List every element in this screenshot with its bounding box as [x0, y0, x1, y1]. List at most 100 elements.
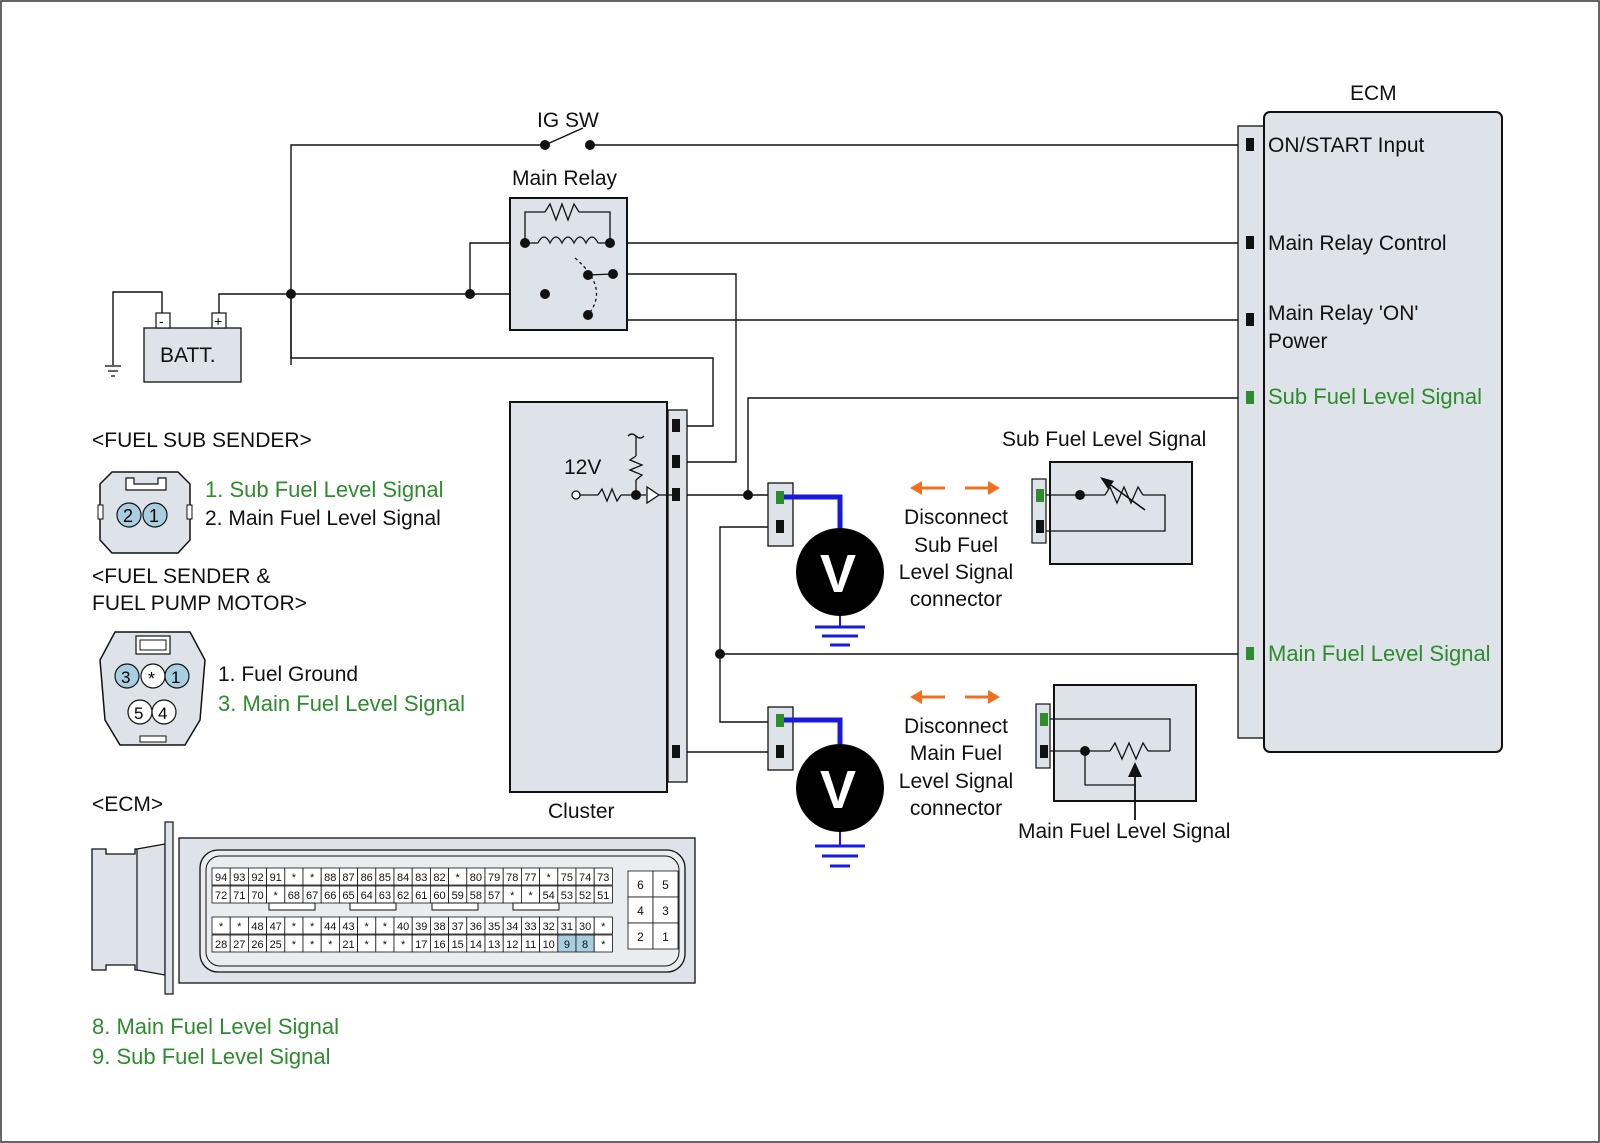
main-relay-label: Main Relay [512, 167, 618, 190]
fuel-sender-heading-1: <FUEL SENDER & [92, 565, 270, 588]
battery-minus-label: - [159, 313, 164, 329]
ecm-pin-cell [593, 916, 613, 935]
main-disconnect-line-4: connector [910, 797, 1002, 820]
ecm-pin-label: 80 [470, 872, 482, 884]
ecm-pin-label: 11 [525, 939, 536, 951]
ecm-pin-label: 66 [324, 890, 336, 902]
main-relay [509, 197, 628, 331]
battery-plus-label: + [214, 313, 222, 329]
ecm-pin-label: 17 [415, 939, 427, 951]
ecm-pin-label: 44 [324, 921, 336, 933]
ecm-pin-label: * [292, 921, 297, 933]
ecm-pin-label: 43 [342, 921, 354, 933]
ecm-pin-label: 34 [506, 921, 518, 933]
ecm-small-pin-label: 5 [662, 878, 669, 892]
ecm-pin-label: 61 [415, 890, 427, 902]
ecm-pin-label: 70 [251, 890, 263, 902]
ecm-pin-label: * [528, 890, 533, 902]
ecm-pin-label: 53 [561, 890, 573, 902]
ecm-pin-label: 51 [597, 890, 609, 902]
ecm-pin-label: 30 [579, 921, 591, 933]
ecm-pin-relay-control: Main Relay Control [1268, 232, 1447, 255]
ecm-pin-relay-on-2: Power [1268, 330, 1328, 353]
ecm-pin-label: 12 [506, 939, 518, 951]
main-test-connector [767, 706, 794, 771]
ecm-pin-label: 92 [251, 872, 263, 884]
sub-voltmeter-symbol: V [820, 544, 856, 604]
ecm-pin-label: 74 [579, 872, 591, 884]
sub-sender-connector: 2 1 [97, 471, 193, 554]
main-disconnect-line-3: Level Signal [899, 770, 1013, 793]
ecm-pin-label: 13 [488, 939, 500, 951]
ecm-pin-label: 8 [582, 939, 588, 951]
ecm-pin-sub-level: Sub Fuel Level Signal [1268, 384, 1482, 409]
battery-label: BATT. [160, 344, 216, 367]
ecm-pin-label: 15 [452, 939, 464, 951]
ecm-pin-label: * [365, 939, 370, 951]
ecm-pin-label: 39 [415, 921, 427, 933]
ecm-pin-relay-on-1: Main Relay 'ON' [1268, 302, 1418, 325]
sub-disconnect-line-3: Level Signal [899, 561, 1013, 584]
sub-disconnect-line-4: connector [910, 588, 1002, 611]
ecm-pin-label: 63 [379, 890, 391, 902]
ecm-pin-label: * [547, 872, 552, 884]
ecm-pin-label: 77 [524, 872, 536, 884]
ecm-connector-heading: <ECM> [92, 793, 163, 816]
main-disconnect-line-2: Main Fuel [910, 742, 1002, 765]
ecm-pin-label: 62 [397, 890, 409, 902]
ig-switch-label: IG SW [537, 109, 599, 132]
cluster-label: Cluster [548, 800, 615, 823]
ecm-pin-label: 40 [397, 921, 409, 933]
ecm-pin-label: 87 [342, 872, 354, 884]
ecm-module [1237, 111, 1503, 753]
fuel-sender-pin-3: 3 [121, 668, 130, 687]
main-sender-box-title: Main Fuel Level Signal [1018, 820, 1230, 843]
ecm-pin-label: 10 [543, 939, 555, 951]
ground-symbol [105, 365, 121, 377]
ecm-pin-label: 16 [433, 939, 445, 951]
ecm-pin-label: 86 [361, 872, 373, 884]
ecm-pin-label: 32 [543, 921, 555, 933]
main-disconnect-arrows [910, 690, 1000, 704]
ecm-pin-label: * [601, 939, 606, 951]
ecm-pin-label: * [510, 890, 515, 902]
sub-sender-pin-2: 2 [123, 506, 133, 526]
ecm-pin-label: 59 [452, 890, 464, 902]
ecm-pin-label: 71 [233, 890, 245, 902]
ecm-pin-label: * [292, 872, 297, 884]
ecm-pin-label: * [365, 921, 370, 933]
sub-voltmeter: V [784, 494, 884, 647]
fuel-sender-heading-2: FUEL PUMP MOTOR> [92, 592, 307, 615]
cluster: 12V [509, 401, 688, 793]
ecm-pin-label: 36 [470, 921, 482, 933]
ecm-pin-label: 26 [251, 939, 263, 951]
ecm-pin-label: * [274, 890, 279, 902]
ecm-small-pin-cell [627, 922, 654, 950]
fuel-sender-pin3-label: 3. Main Fuel Level Signal [218, 691, 465, 716]
ecm-pin-label: 60 [433, 890, 445, 902]
ecm-pin-label: 64 [361, 890, 373, 902]
ecm-pin-label: 25 [270, 939, 282, 951]
sub-sender-pin2-label: 2. Main Fuel Level Signal [205, 507, 441, 530]
ecm-pin-label: 35 [488, 921, 500, 933]
main-disconnect-line-1: Disconnect [904, 715, 1008, 738]
ecm-pin-label: 52 [579, 890, 591, 902]
ecm-pin-cell [593, 885, 613, 904]
ecm-legend-8: 8. Main Fuel Level Signal [92, 1014, 339, 1039]
sub-disconnect-line-2: Sub Fuel [914, 534, 998, 557]
ecm-title: ECM [1350, 82, 1397, 105]
ecm-pin-label: * [310, 921, 315, 933]
ecm-pin-label: 65 [342, 890, 354, 902]
ecm-pin-label: * [601, 921, 606, 933]
ecm-pin-label: 48 [251, 921, 263, 933]
ecm-small-pin-label: 4 [637, 904, 644, 918]
ecm-pin-label: 94 [215, 872, 227, 884]
ecm-pin-label: * [219, 921, 224, 933]
ecm-pin-label: 58 [470, 890, 482, 902]
battery: - + BATT. [143, 312, 242, 383]
sub-sender-pin1-label: 1. Sub Fuel Level Signal [205, 477, 444, 502]
ecm-pin-label: 72 [215, 890, 227, 902]
